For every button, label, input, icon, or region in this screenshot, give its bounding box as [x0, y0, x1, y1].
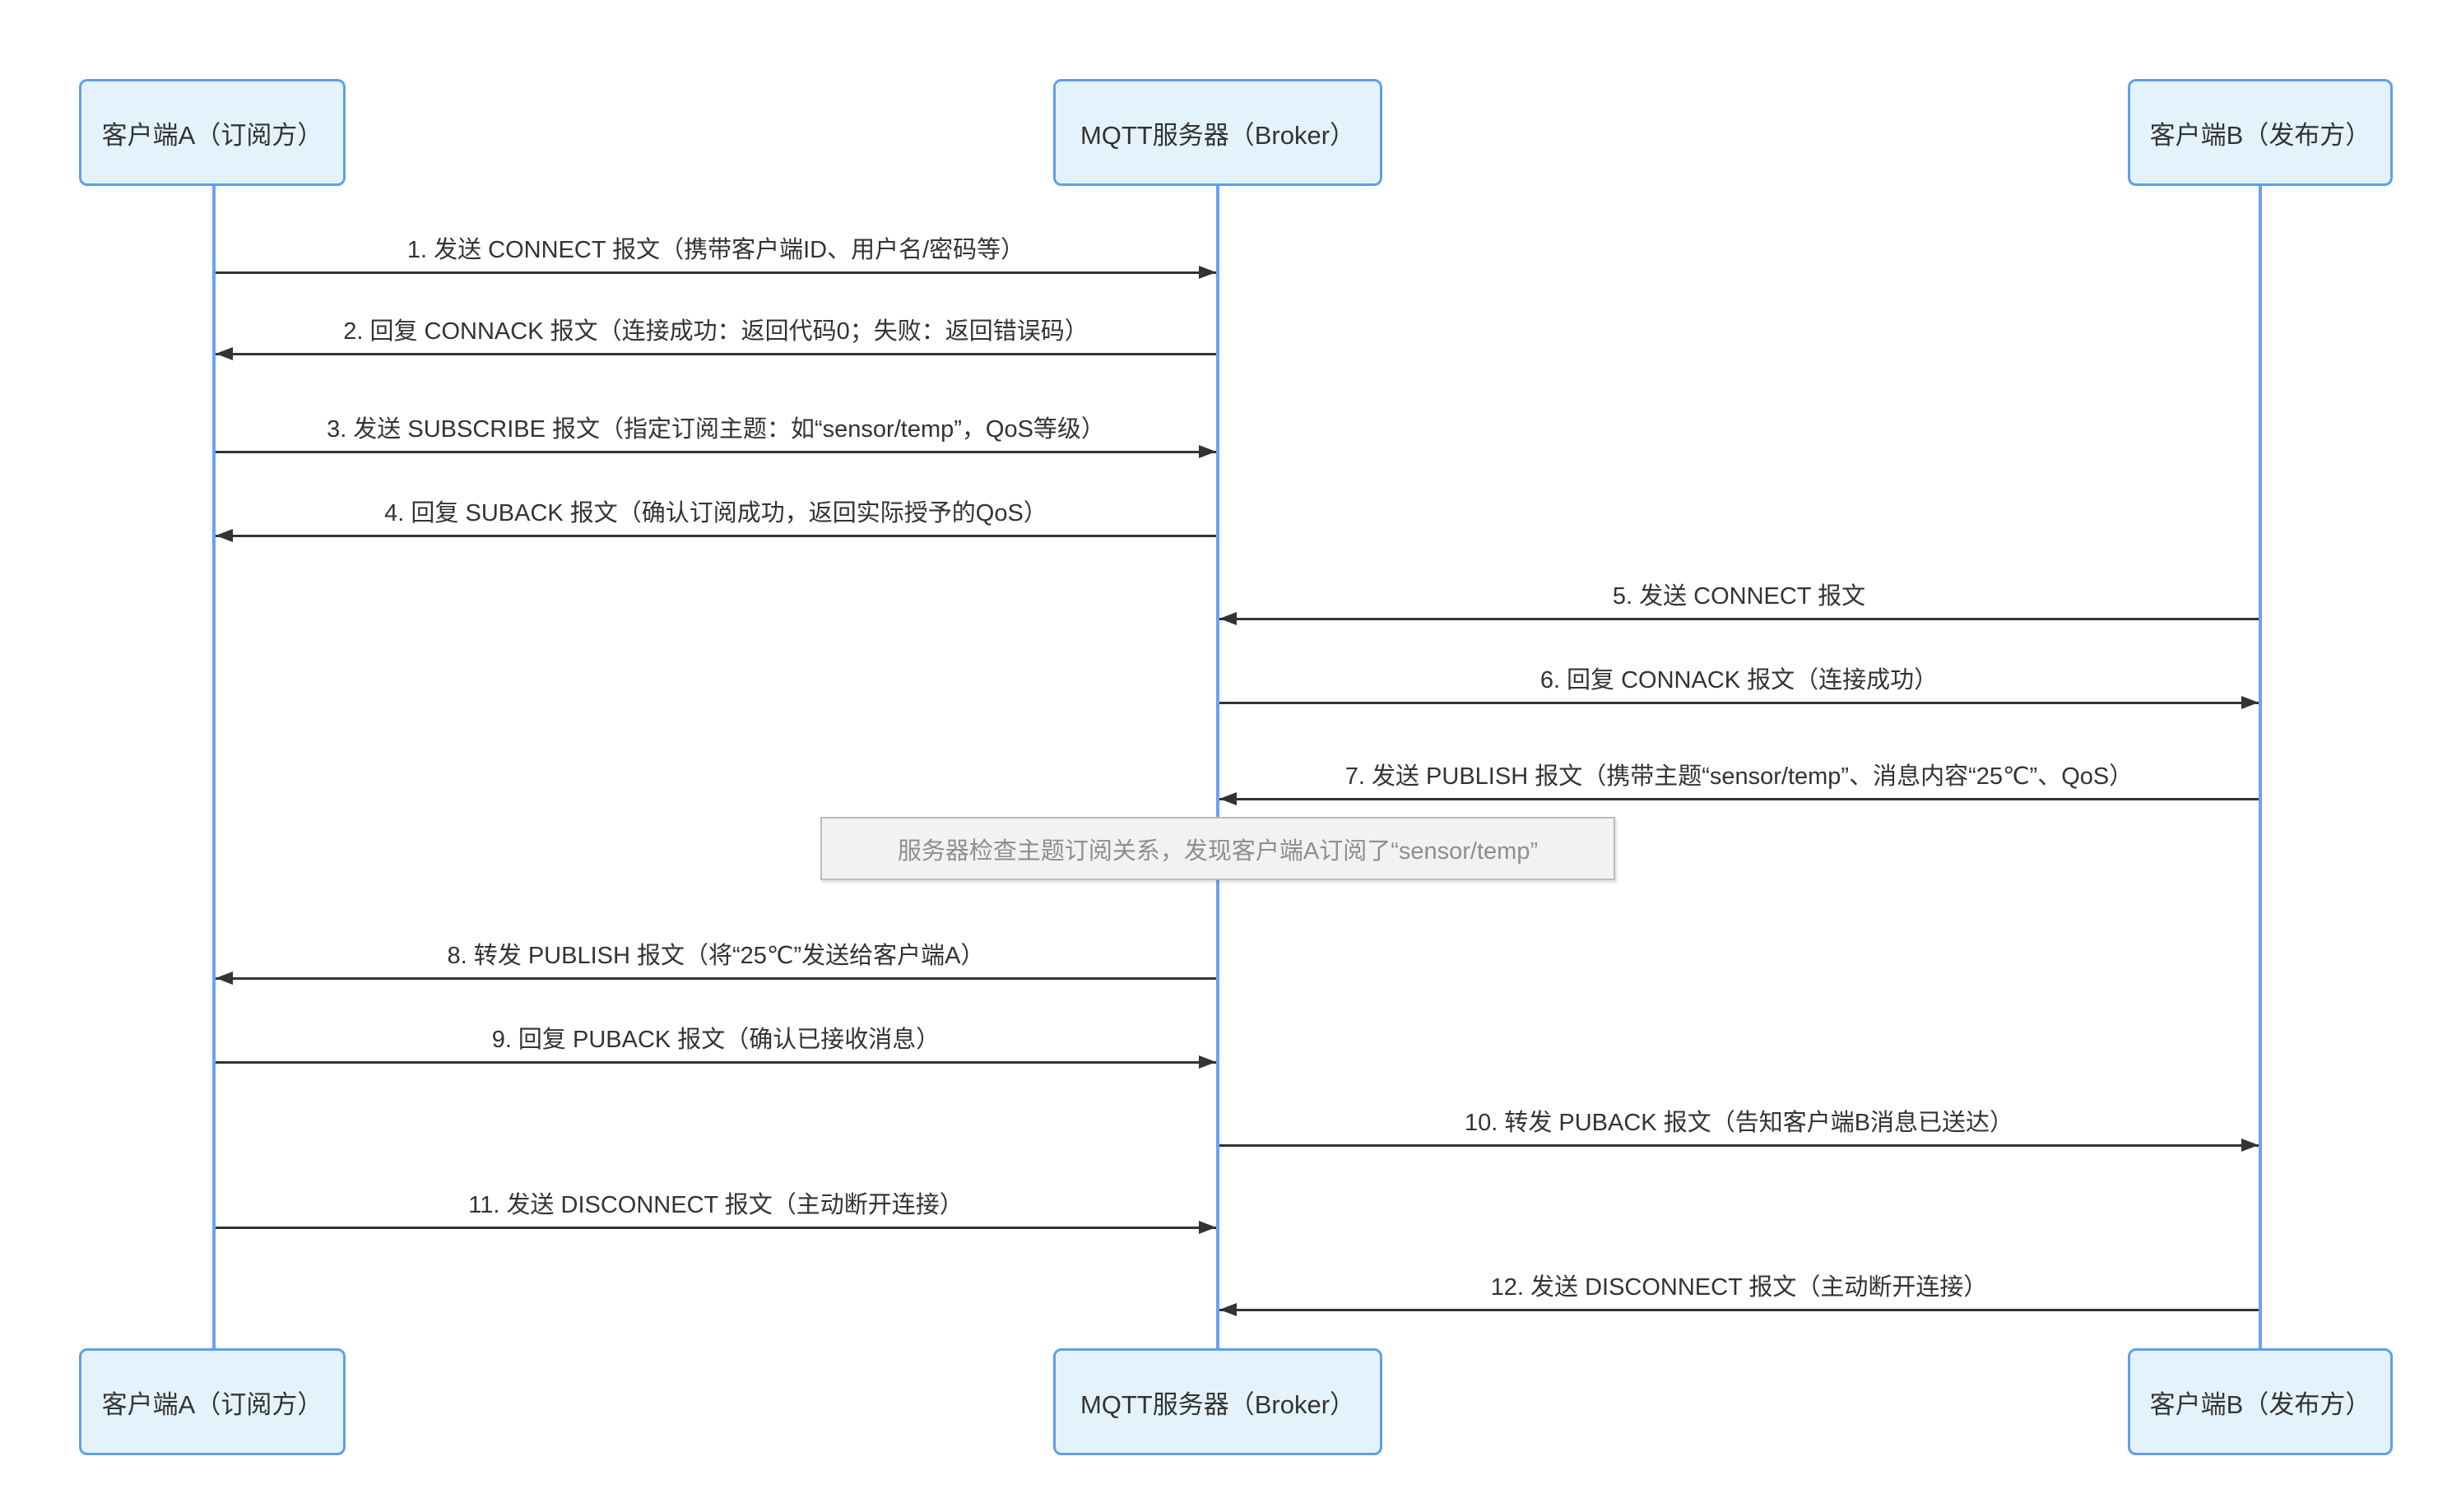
message-8: 8. 转发 PUBLISH 报文（将“25℃”发送给客户端A） [216, 937, 1216, 985]
message-4-label: 4. 回复 SUBACK 报文（确认订阅成功，返回实际授予的QoS） [384, 500, 1047, 526]
message-5-line [1219, 618, 2259, 620]
arrowhead-left-icon [216, 347, 233, 360]
message-10-label: 10. 转发 PUBACK 报文（告知客户端B消息已送达） [1464, 1110, 2014, 1136]
message-4: 4. 回复 SUBACK 报文（确认订阅成功，返回实际授予的QoS） [216, 494, 1216, 542]
broker-note: 服务器检查主题订阅关系，发现客户端A订阅了“sensor/temp” [820, 817, 1615, 880]
arrowhead-right-icon [1199, 445, 1216, 458]
arrowhead-left-icon [1219, 1303, 1237, 1316]
message-12-line [1219, 1309, 2259, 1311]
message-2-line [216, 353, 1216, 355]
message-8-label: 8. 转发 PUBLISH 报文（将“25℃”发送给客户端A） [447, 943, 985, 969]
arrowhead-right-icon [2241, 1139, 2259, 1152]
message-9-line [216, 1061, 1216, 1064]
message-9: 9. 回复 PUBACK 报文（确认已接收消息） [216, 1021, 1216, 1069]
actor-client-b-bottom: 客户端B（发布方） [2128, 1348, 2393, 1455]
arrowhead-left-icon [216, 529, 233, 542]
message-10-line [1219, 1144, 2259, 1147]
message-1-line [216, 271, 1216, 274]
message-7-line [1219, 798, 2259, 800]
message-11-line [216, 1227, 1216, 1229]
actor-broker-top: MQTT服务器（Broker） [1053, 79, 1382, 186]
actor-client-b-top-label: 客户端B（发布方） [2149, 120, 2371, 150]
message-1: 1. 发送 CONNECT 报文（携带客户端ID、用户名/密码等） [216, 231, 1216, 279]
actor-client-b-bottom-label: 客户端B（发布方） [2149, 1389, 2371, 1419]
message-11-label: 11. 发送 DISCONNECT 报文（主动断开连接） [468, 1192, 964, 1218]
actor-client-b-top: 客户端B（发布方） [2128, 79, 2393, 186]
message-5: 5. 发送 CONNECT 报文 [1219, 577, 2259, 625]
message-8-line [216, 977, 1216, 980]
message-4-line [216, 535, 1216, 537]
message-3-label: 3. 发送 SUBSCRIBE 报文（指定订阅主题：如“sensor/temp”… [327, 416, 1105, 443]
lifeline-broker [1216, 186, 1219, 1348]
arrowhead-right-icon [1199, 266, 1216, 279]
lifeline-client-a [212, 186, 216, 1348]
arrowhead-left-icon [1219, 612, 1237, 625]
arrowhead-left-icon [216, 972, 233, 985]
actor-broker-top-label: MQTT服务器（Broker） [1080, 120, 1356, 150]
message-1-label: 1. 发送 CONNECT 报文（携带客户端ID、用户名/密码等） [406, 237, 1025, 263]
actor-client-a-bottom: 客户端A（订阅方） [79, 1348, 346, 1455]
message-5-label: 5. 发送 CONNECT 报文 [1612, 583, 1866, 610]
message-10: 10. 转发 PUBACK 报文（告知客户端B消息已送达） [1219, 1104, 2259, 1152]
message-7: 7. 发送 PUBLISH 报文（携带主题“sensor/temp”、消息内容“… [1219, 758, 2259, 805]
message-3-line [216, 451, 1216, 453]
arrowhead-right-icon [1199, 1055, 1216, 1069]
message-9-label: 9. 回复 PUBACK 报文（确认已接收消息） [491, 1027, 940, 1053]
message-3: 3. 发送 SUBSCRIBE 报文（指定订阅主题：如“sensor/temp”… [216, 410, 1216, 458]
message-7-label: 7. 发送 PUBLISH 报文（携带主题“sensor/temp”、消息内容“… [1344, 763, 2134, 790]
message-6-label: 6. 回复 CONNACK 报文（连接成功） [1539, 667, 1939, 693]
message-12-label: 12. 发送 DISCONNECT 报文（主动断开连接） [1490, 1274, 1988, 1301]
message-12: 12. 发送 DISCONNECT 报文（主动断开连接） [1219, 1269, 2259, 1316]
message-2: 2. 回复 CONNACK 报文（连接成功：返回代码0；失败：返回错误码） [216, 313, 1216, 360]
actor-broker-bottom-label: MQTT服务器（Broker） [1080, 1389, 1356, 1419]
actor-client-a-bottom-label: 客户端A（订阅方） [101, 1389, 323, 1419]
message-6: 6. 回复 CONNACK 报文（连接成功） [1219, 661, 2259, 709]
message-2-label: 2. 回复 CONNACK 报文（连接成功：返回代码0；失败：返回错误码） [343, 318, 1089, 345]
arrowhead-left-icon [1219, 792, 1237, 805]
actor-broker-bottom: MQTT服务器（Broker） [1053, 1348, 1382, 1455]
arrowhead-right-icon [1199, 1221, 1216, 1234]
message-11: 11. 发送 DISCONNECT 报文（主动断开连接） [216, 1186, 1216, 1234]
message-6-line [1219, 702, 2259, 704]
arrowhead-right-icon [2241, 696, 2259, 709]
lifeline-client-b [2259, 186, 2262, 1348]
actor-client-a-top: 客户端A（订阅方） [79, 79, 346, 186]
broker-note-text: 服务器检查主题订阅关系，发现客户端A订阅了“sensor/temp” [897, 837, 1539, 865]
actor-client-a-top-label: 客户端A（订阅方） [101, 120, 323, 150]
